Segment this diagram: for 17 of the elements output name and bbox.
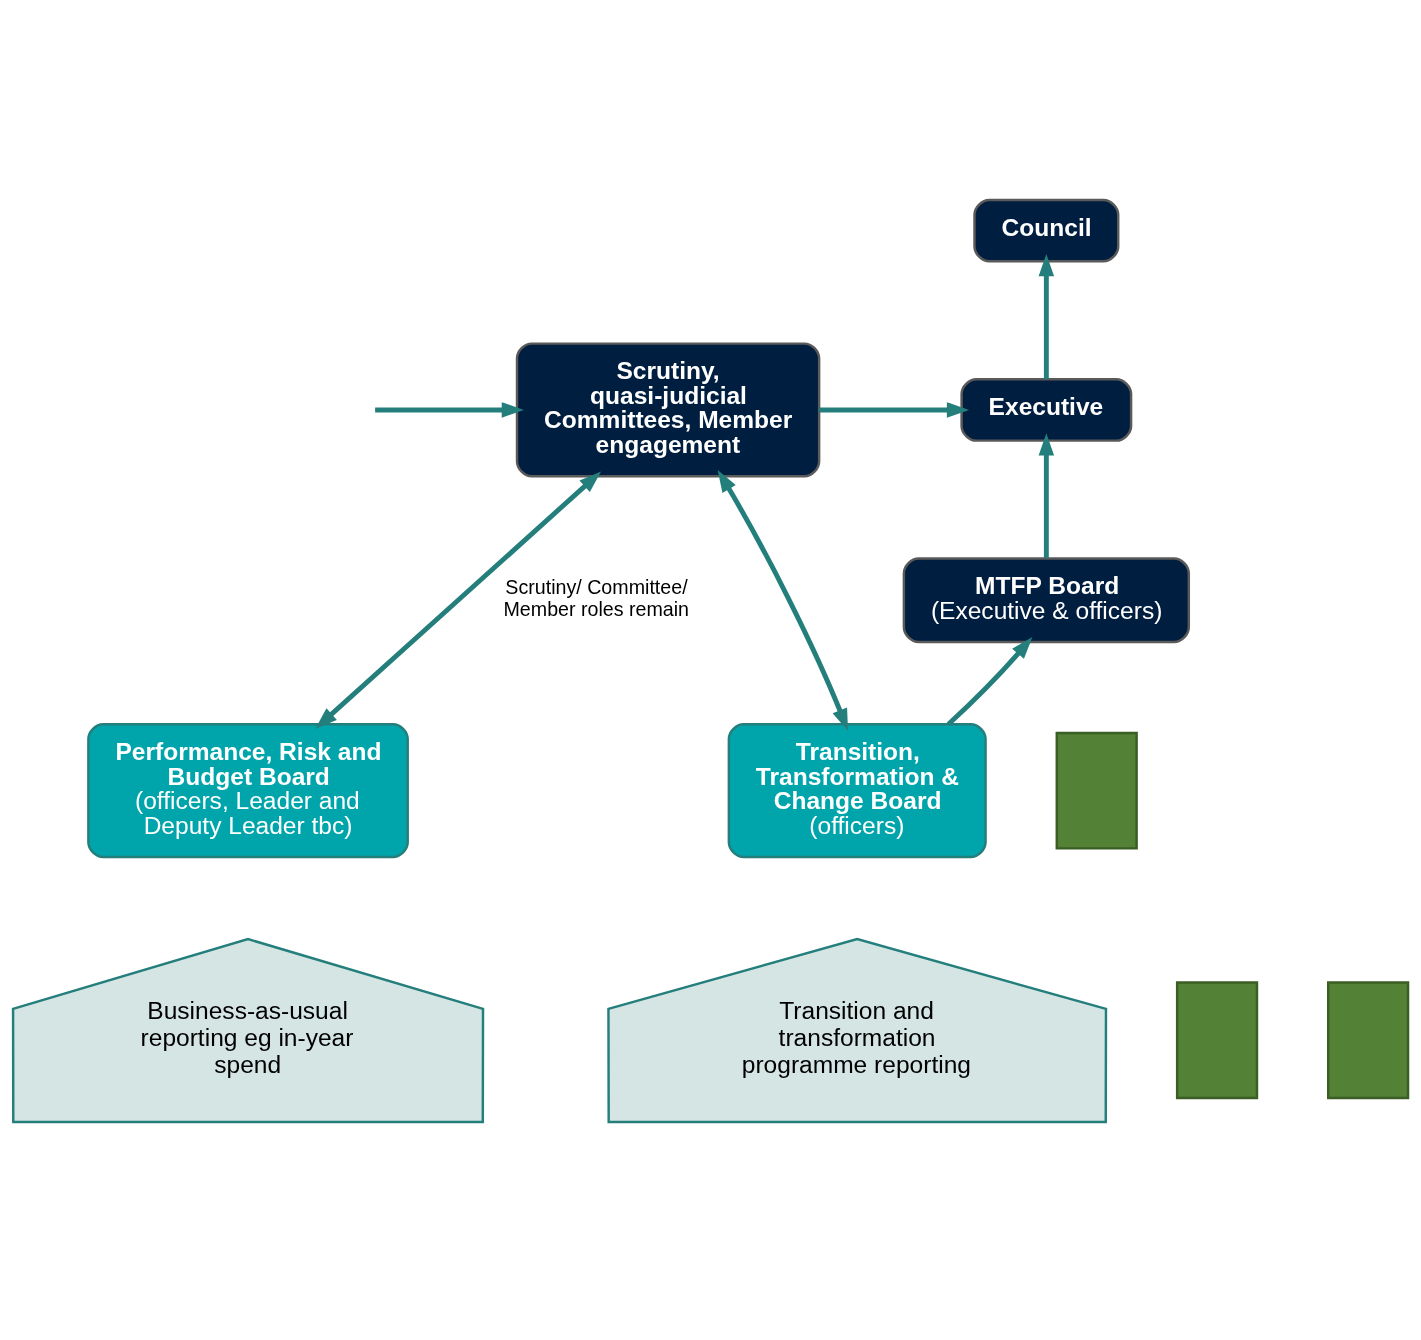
node-box: Council (973, 198, 1120, 263)
node-box: Executive (960, 377, 1133, 442)
node-box (1175, 980, 1259, 1099)
arrow (375, 401, 524, 418)
arrow (1038, 253, 1055, 379)
edge-label: Scrutiny/ Committee/ Member roles remain (503, 575, 690, 620)
arrow (946, 636, 1033, 726)
arrow (315, 471, 602, 729)
arrow (717, 469, 849, 731)
node-box: Performance, Risk and Budget Board (officers, Leader and Deputy Leader tbc) (87, 722, 409, 858)
arrow (819, 401, 970, 418)
node-box (1327, 980, 1410, 1099)
node-box: Transition, Transformation & Change Board (officers) (727, 722, 987, 858)
node-box (1055, 731, 1138, 850)
arrow (1038, 432, 1055, 558)
node-box: Scrutiny, quasi-judicial Committees, Member engagement (515, 341, 821, 477)
node-box: MTFP Board (Executive & officers) (902, 556, 1191, 643)
